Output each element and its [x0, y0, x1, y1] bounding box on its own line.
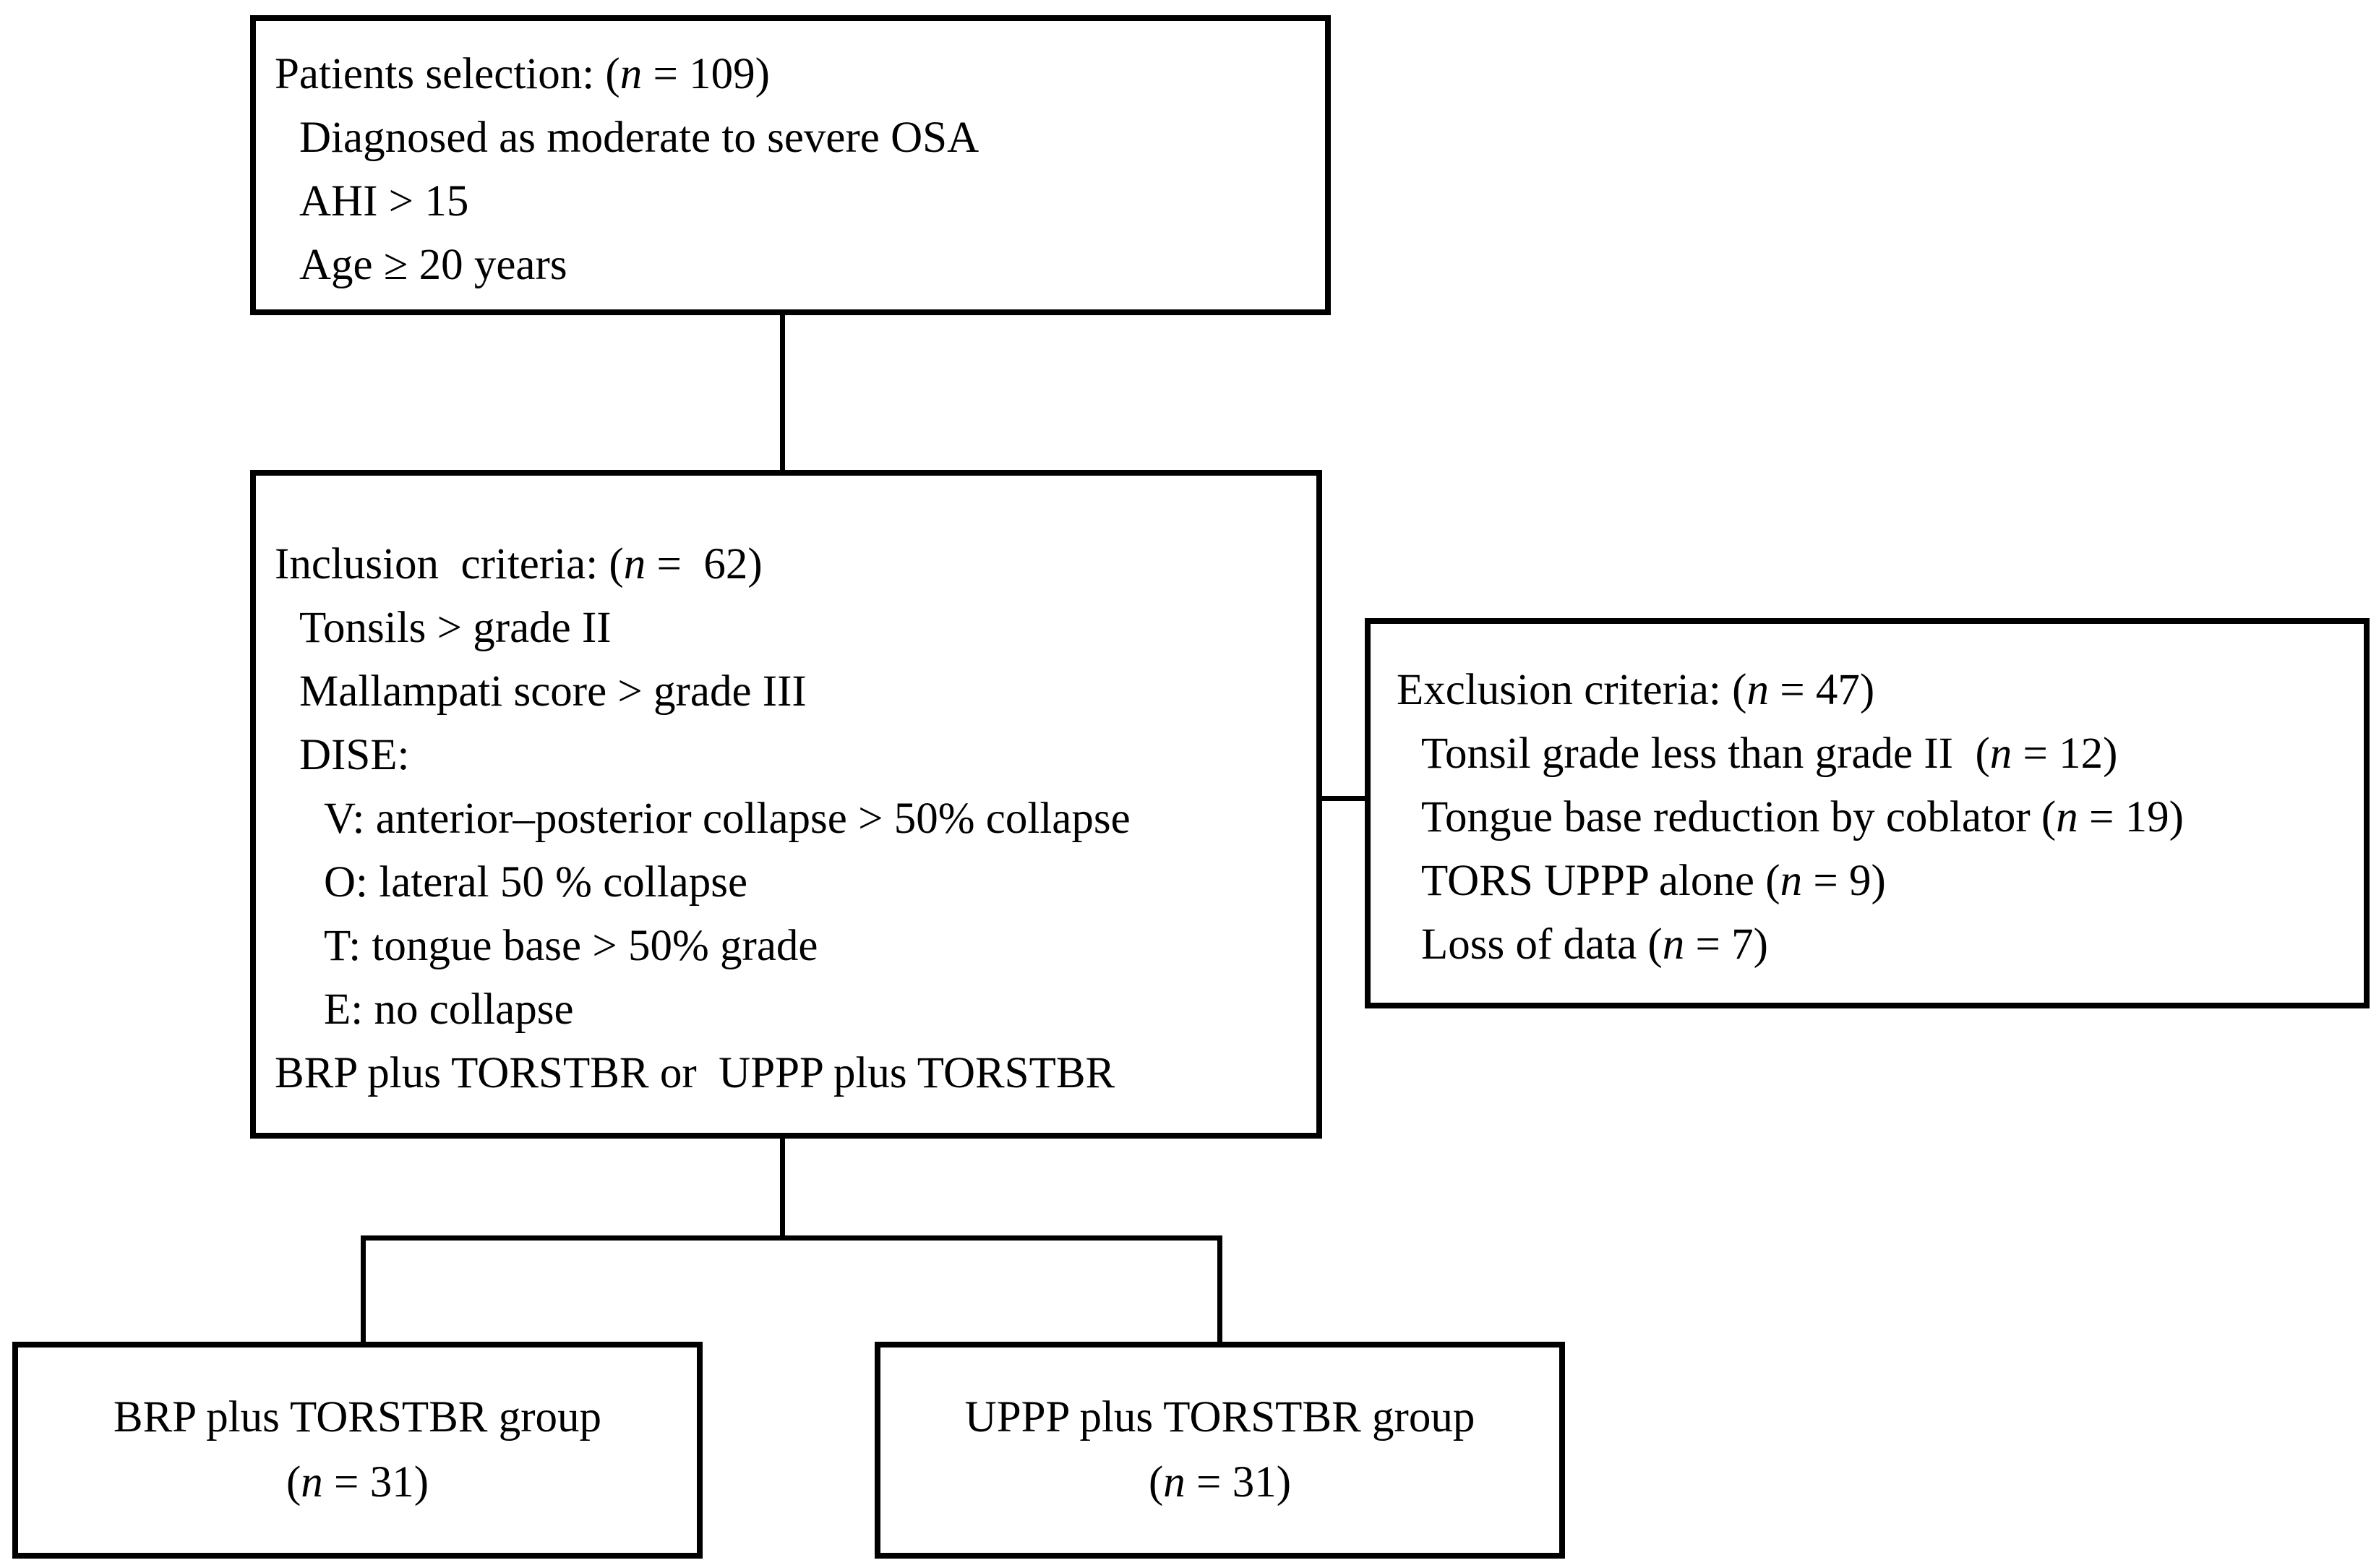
text-line: (n = 31): [1148, 1458, 1292, 1507]
connector-inclusion-to-exclusion: [1319, 796, 1368, 801]
text-line: V: anterior–posterior collapse > 50% col…: [324, 794, 1131, 843]
text-line: Diagnosed as moderate to severe OSA: [299, 113, 979, 162]
text-line: Inclusion criteria: (n = 62): [275, 540, 763, 588]
text-line: BRP plus TORSTBR group: [113, 1393, 602, 1441]
connector-patients-to-inclusion: [780, 315, 785, 471]
text-line: Mallampati score > grade III: [299, 667, 807, 716]
text-line: TORS UPPP alone (n = 9): [1421, 857, 1886, 905]
text-line: E: no collapse: [324, 985, 574, 1034]
text-line: T: tongue base > 50% grade: [324, 922, 818, 970]
text-line: Loss of data (n = 7): [1421, 920, 1768, 969]
connector-inclusion-down: [780, 1137, 785, 1238]
text-line: Tonsil grade less than grade II (n = 12): [1421, 729, 2118, 778]
text-line: Tonsils > grade II: [299, 604, 612, 652]
exclusion-criteria-box: Exclusion criteria: (n = 47) Tonsil grade…: [1365, 618, 2370, 1008]
inclusion-criteria-box: Inclusion criteria: (n = 62) Tonsils > gr…: [250, 470, 1322, 1139]
connector-split-right-drop: [1217, 1235, 1222, 1344]
brp-group-box: BRP plus TORSTBR group (n = 31): [12, 1342, 703, 1559]
text-line: DISE:: [299, 731, 410, 779]
patients-selection-box: Patients selection: (n = 109) Diagnosed a…: [250, 15, 1331, 315]
text-line: AHI > 15: [299, 177, 469, 226]
text-line: O: lateral 50 % collapse: [324, 858, 748, 907]
text-line: Tongue base reduction by coblator (n = 1…: [1421, 793, 2184, 841]
text-line: UPPP plus TORSTBR group: [964, 1393, 1475, 1441]
text-line: BRP plus TORSTBR or UPPP plus TORSTBR: [275, 1049, 1115, 1097]
text-line: Age ≥ 20 years: [299, 241, 567, 289]
text-line: Patients selection: (n = 109): [275, 50, 770, 98]
uppp-group-box: UPPP plus TORSTBR group (n = 31): [875, 1342, 1565, 1559]
text-line: (n = 31): [286, 1458, 429, 1507]
text-line: Exclusion criteria: (n = 47): [1397, 666, 1875, 714]
connector-split-left-drop: [361, 1235, 366, 1344]
connector-split-bar: [361, 1235, 1222, 1241]
